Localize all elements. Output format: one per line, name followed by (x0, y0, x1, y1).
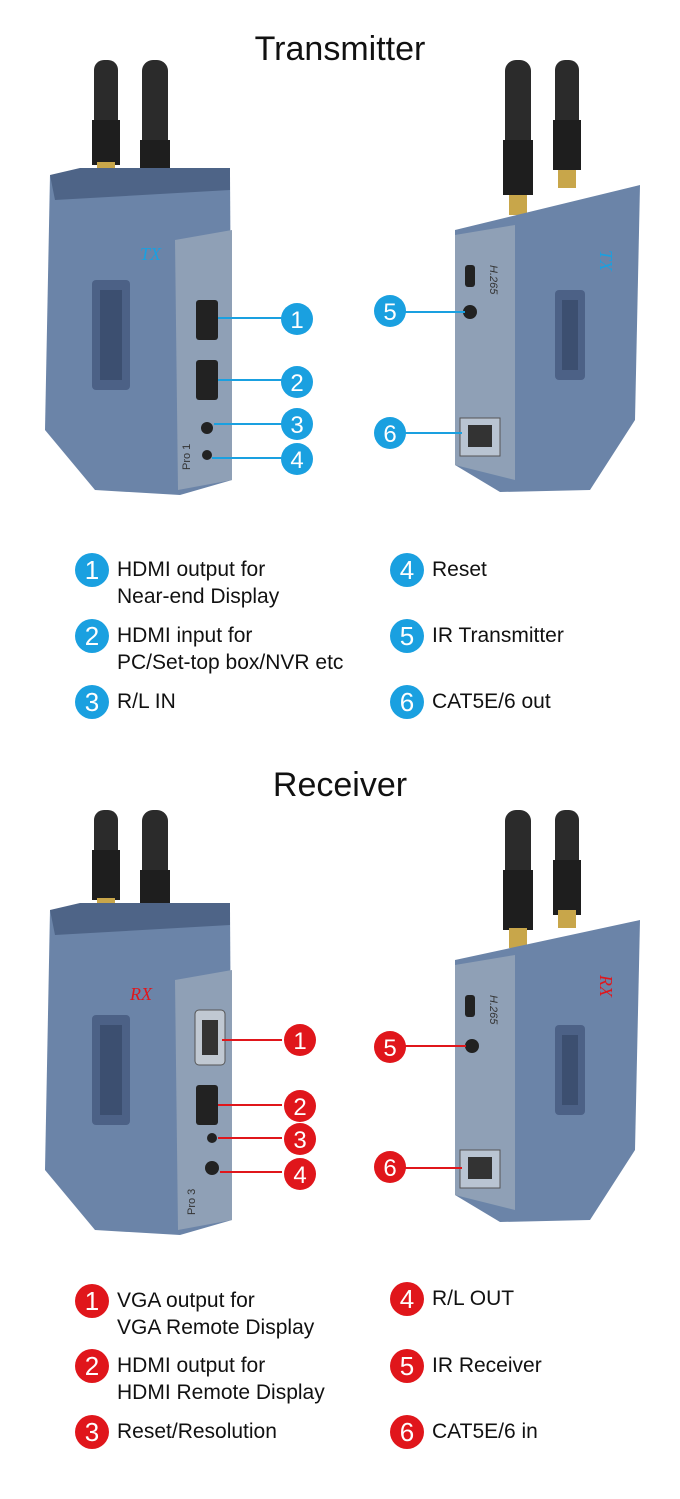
rx-codec-label: H.265 (487, 995, 499, 1025)
legend-item: 4 Reset (390, 553, 487, 587)
number-badge: 6 (390, 685, 424, 719)
legend-line: IR Transmitter (432, 624, 564, 647)
svg-text:1: 1 (290, 307, 303, 334)
number-badge: 2 (75, 619, 109, 653)
number-badge: 4 (390, 553, 424, 587)
svg-text:2: 2 (293, 1094, 306, 1121)
tx-panel-label: Pro 1 (181, 444, 193, 470)
legend-line: R/L IN (117, 690, 176, 713)
tx-device-front: TX Pro 1 (45, 168, 232, 495)
legend-line: Near-end Display (117, 585, 280, 608)
number-badge: 3 (75, 685, 109, 719)
svg-text:3: 3 (290, 412, 303, 439)
transmitter-illustration: TX Pro 1 1 2 3 4 TX H.265 (45, 60, 640, 495)
legend-line: VGA output for (117, 1289, 255, 1312)
svg-text:6: 6 (383, 1155, 396, 1182)
legend-line: CAT5E/6 out (432, 690, 551, 713)
svg-text:3: 3 (293, 1127, 306, 1154)
svg-text:1: 1 (293, 1028, 306, 1055)
number-badge: 5 (390, 1349, 424, 1383)
legend-line: VGA Remote Display (117, 1316, 315, 1339)
tx-device-badge: TX (140, 244, 162, 264)
rx-callout-badges-right: 5 6 (374, 1031, 406, 1183)
legend-line: PC/Set-top box/NVR etc (117, 651, 344, 674)
receiver-illustration: RX Pro 3 1 2 3 4 RX H.265 5 (45, 810, 640, 1235)
svg-text:4: 4 (290, 447, 303, 474)
tx-codec-label: H.265 (487, 265, 499, 295)
svg-text:2: 2 (290, 370, 303, 397)
legend-line: HDMI Remote Display (117, 1381, 325, 1404)
rx-panel-label: Pro 3 (186, 1189, 198, 1215)
svg-text:5: 5 (383, 1035, 396, 1062)
tx-callout-badges-left: 1 2 3 4 (281, 303, 313, 475)
legend-item: 5 IR Receiver (390, 1349, 542, 1383)
rx-device-badge: RX (129, 984, 153, 1004)
number-badge: 1 (75, 553, 109, 587)
number-badge: 1 (75, 1284, 109, 1318)
legend-line: Reset (432, 558, 487, 581)
tx-device-back: TX H.265 (455, 185, 640, 492)
legend-item: 6 CAT5E/6 out (390, 685, 551, 719)
legend-item: 3 R/L IN (75, 685, 176, 719)
number-badge: 2 (75, 1349, 109, 1383)
svg-text:5: 5 (383, 299, 396, 326)
svg-text:4: 4 (293, 1162, 306, 1189)
legend-line: IR Receiver (432, 1354, 542, 1377)
rx-device-back: RX H.265 (455, 920, 640, 1222)
tx-device-badge-back: TX (596, 250, 616, 272)
antenna-icon (92, 810, 170, 943)
tx-callout-badges-right: 5 6 (374, 295, 406, 449)
legend-line: HDMI output for (117, 558, 266, 581)
legend-line: R/L OUT (432, 1287, 515, 1310)
legend-line: HDMI output for (117, 1354, 266, 1377)
legend-item: 5 IR Transmitter (390, 619, 564, 653)
legend-line: Reset/Resolution (117, 1420, 277, 1443)
legend-item: 6 CAT5E/6 in (390, 1415, 538, 1449)
number-badge: 6 (390, 1415, 424, 1449)
receiver-title: Receiver (272, 766, 408, 804)
rx-device-front: RX Pro 3 (45, 903, 232, 1235)
rx-device-badge-back: RX (596, 974, 616, 998)
legend-line: HDMI input for (117, 624, 253, 647)
number-badge: 4 (390, 1282, 424, 1316)
antenna-icon (503, 60, 581, 215)
legend-item: 4 R/L OUT (390, 1282, 515, 1316)
antenna-icon (503, 810, 581, 948)
transmitter-title: Transmitter (254, 30, 426, 68)
svg-text:6: 6 (383, 421, 396, 448)
rx-callout-badges-left: 1 2 3 4 (284, 1024, 316, 1190)
legend-line: CAT5E/6 in (432, 1420, 538, 1443)
number-badge: 3 (75, 1415, 109, 1449)
legend-item: 3 Reset/Resolution (75, 1415, 277, 1449)
number-badge: 5 (390, 619, 424, 653)
